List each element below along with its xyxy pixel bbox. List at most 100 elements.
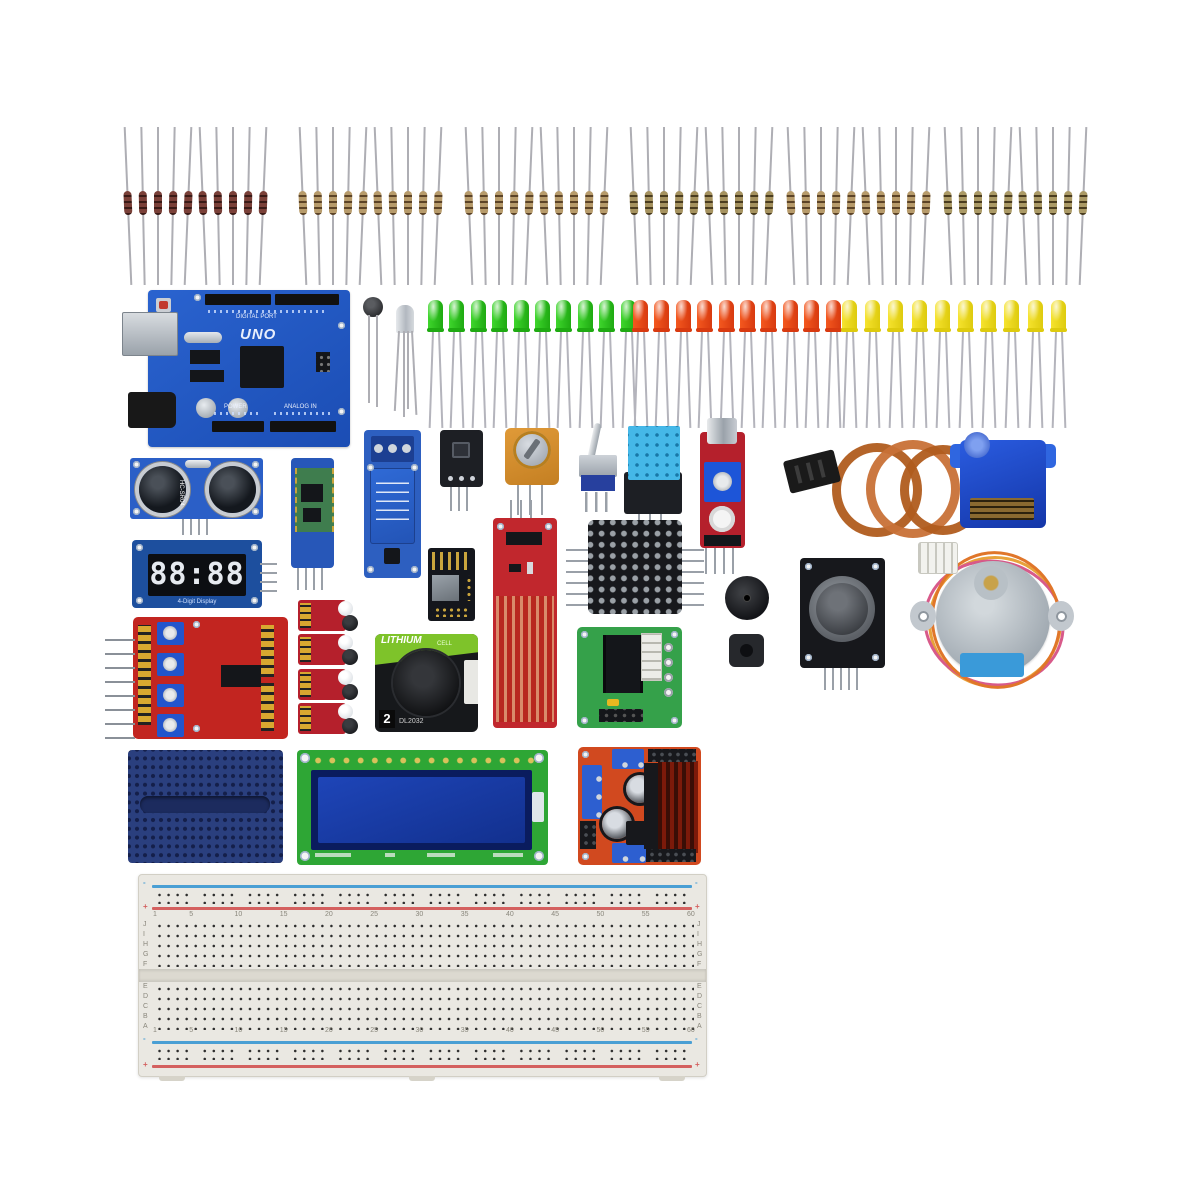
matrix-pins-left xyxy=(566,540,588,606)
led-flange xyxy=(910,328,928,332)
resistor-body xyxy=(168,190,178,216)
led-bulb xyxy=(697,300,713,330)
breadboard-label: 45 xyxy=(551,911,559,918)
rail-line-blue-top xyxy=(152,885,692,888)
resistor xyxy=(905,126,916,285)
resistor-body xyxy=(735,191,743,215)
led-flange xyxy=(887,328,905,332)
led xyxy=(739,300,756,432)
terminal-bottom xyxy=(612,843,646,863)
led-leg xyxy=(566,331,572,428)
led-bulb xyxy=(470,300,486,330)
pins xyxy=(824,668,862,690)
resistor-body xyxy=(786,190,796,216)
breadboard-label: 5 xyxy=(189,1027,194,1034)
resistor-body xyxy=(846,190,856,216)
potentiometer xyxy=(505,428,559,515)
tracker-trim-pot xyxy=(157,653,184,676)
resistor-body xyxy=(749,190,759,216)
resistor-body xyxy=(674,190,684,216)
led-bulb xyxy=(981,300,997,330)
led-leg xyxy=(814,331,820,428)
led xyxy=(803,300,821,432)
resistor-body xyxy=(154,191,162,215)
resistor-body xyxy=(313,190,323,216)
resistor xyxy=(371,127,386,285)
led-leg xyxy=(557,331,562,428)
resistor xyxy=(987,126,998,285)
led-leg xyxy=(1014,331,1020,428)
header-top-right xyxy=(648,749,696,762)
smd-chip xyxy=(190,350,220,364)
led-leg xyxy=(1028,331,1034,428)
resistor-body xyxy=(974,191,982,215)
power-led xyxy=(607,699,619,706)
joystick-module xyxy=(800,558,885,690)
led-leg xyxy=(842,331,848,428)
pins xyxy=(260,558,277,592)
breadboard-label: 1 xyxy=(153,1027,157,1034)
output-gear xyxy=(964,432,990,458)
led-bulb xyxy=(492,300,508,330)
breadboard-label: I xyxy=(143,931,145,938)
breadboard-label: J xyxy=(697,921,701,928)
led-flange xyxy=(717,328,735,332)
crystal xyxy=(185,460,211,468)
led xyxy=(653,300,671,432)
led-bulb xyxy=(865,300,881,330)
breadboard-label: 10 xyxy=(234,911,243,918)
analog-in-label: ANALOG IN xyxy=(284,404,317,410)
led-bulb xyxy=(958,300,973,330)
resistor-body xyxy=(817,191,825,215)
resistor xyxy=(167,126,178,285)
led-bulb xyxy=(911,300,927,330)
digital-port-label: DIGITAL PORT xyxy=(236,314,277,320)
resistor-body xyxy=(764,190,774,216)
led-leg xyxy=(762,331,767,428)
resistor xyxy=(762,127,777,285)
breadboard-label: C xyxy=(143,1003,149,1010)
led xyxy=(841,300,858,432)
antenna-trace xyxy=(432,552,470,570)
pins xyxy=(585,492,611,512)
breadboard-label: J xyxy=(143,921,147,928)
resistor-body xyxy=(704,190,714,216)
led-leg xyxy=(633,331,639,428)
resistor-body xyxy=(433,190,443,216)
breadboard-label: 1 xyxy=(153,911,157,918)
led-bulb xyxy=(599,300,615,330)
led-leg xyxy=(459,331,465,428)
comparator-ic xyxy=(221,665,261,687)
led-leg xyxy=(621,331,627,428)
lcd1602-display xyxy=(297,750,548,865)
l298n-motor-driver xyxy=(578,747,701,865)
led-flange xyxy=(824,328,842,332)
resistor xyxy=(643,127,654,286)
resistor xyxy=(417,126,428,285)
led-leg xyxy=(492,331,498,428)
breadboard-label: 30 xyxy=(415,1027,424,1034)
breadboard-label: A xyxy=(697,1023,702,1030)
resistor-body xyxy=(329,191,337,215)
breadboard-label: F xyxy=(697,961,702,968)
ir-emitter-led xyxy=(338,601,353,616)
led-bulb xyxy=(654,300,670,330)
led-flange xyxy=(696,328,714,332)
resistor-body xyxy=(554,190,564,216)
breadboard-label: 55 xyxy=(641,911,650,918)
led-bulb xyxy=(449,300,465,330)
rail-line-red-bottom xyxy=(152,1065,692,1068)
led xyxy=(1003,300,1021,432)
transducer-right xyxy=(209,466,256,513)
resistor xyxy=(256,127,271,285)
led-bulb xyxy=(1027,300,1043,330)
resistor xyxy=(1032,127,1043,286)
resistor xyxy=(844,127,859,285)
led-leg xyxy=(471,331,477,428)
breadboard-label: 20 xyxy=(324,1027,333,1034)
resistor xyxy=(242,126,253,285)
led-bulb xyxy=(577,300,593,330)
resistor xyxy=(387,127,398,286)
led xyxy=(760,300,778,432)
